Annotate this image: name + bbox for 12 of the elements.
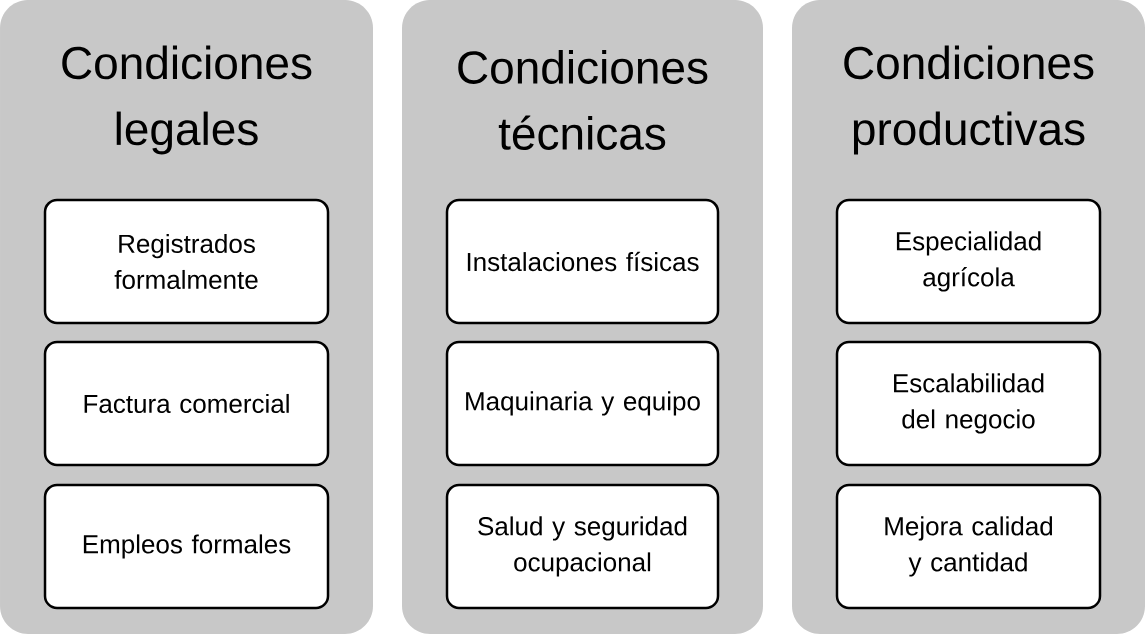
text-box: Mejora calidad y cantidad [835,483,1102,610]
text-box: Salud y seguridad ocupacional [445,483,720,610]
panel-heading: Condiciones legales [62,45,312,155]
text-box: Registrados formalmente [43,198,330,325]
text-box: Maquinaria y equipo [445,340,720,467]
text-box: Empleos formales [43,483,330,610]
text-box: Instalaciones físicas [445,198,720,325]
panel-heading: Condiciones productivas [844,45,1094,155]
text-box: Especialidad agrícola [835,198,1102,325]
text-box: Factura comercial [43,340,330,467]
panel-heading: Condiciones técnicas [458,50,708,150]
text-box: Escalabilidad del negocio [835,340,1102,467]
